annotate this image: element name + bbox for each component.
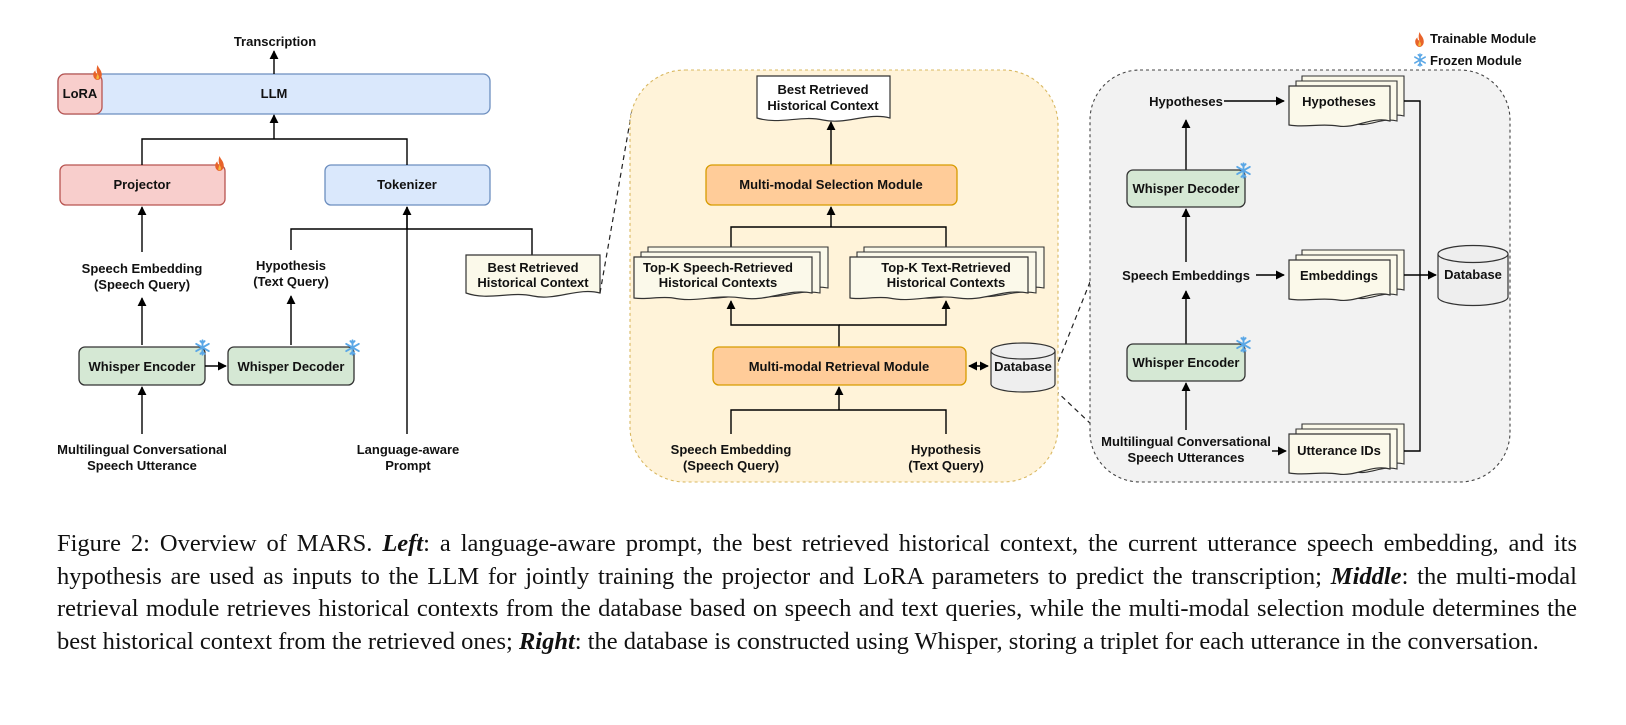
whisper-decoder-box bbox=[227, 346, 355, 386]
text-query-line2: (Text Query) bbox=[908, 458, 984, 473]
tokenizer-label: Tokenizer bbox=[377, 177, 437, 192]
right-utterances-line2: Speech Utterances bbox=[1127, 450, 1244, 465]
flame-icon bbox=[93, 65, 102, 80]
text-retrieved-line1: Top-K Text-Retrieved bbox=[881, 260, 1011, 275]
right-whisper-encoder-label: Whisper Encoder bbox=[1133, 355, 1240, 370]
caption-right-text: : the database is constructed using Whis… bbox=[574, 627, 1539, 655]
flame-icon bbox=[215, 156, 224, 171]
retrieval-module-label: Multi-modal Retrieval Module bbox=[749, 359, 930, 374]
whisper-decoder-label: Whisper Decoder bbox=[238, 359, 345, 374]
selection-module-box bbox=[705, 164, 958, 206]
utterance-line1: Multilingual Conversational bbox=[57, 442, 227, 457]
utterance-ids-doc bbox=[1288, 423, 1405, 476]
hypothesis-line2: (Text Query) bbox=[253, 274, 329, 289]
prompt-line2: Prompt bbox=[385, 458, 431, 473]
figure-caption: Figure 2: Overview of MARS. Left: a lang… bbox=[57, 528, 1577, 658]
speech-embeddings-label: Speech Embeddings bbox=[1122, 268, 1250, 283]
text-query-line1: Hypothesis bbox=[911, 442, 981, 457]
legend-frozen: Frozen Module bbox=[1430, 53, 1522, 68]
llm-label: LLM bbox=[261, 86, 288, 101]
right-whisper-decoder-label: Whisper Decoder bbox=[1133, 181, 1240, 196]
prompt-line1: Language-aware bbox=[357, 442, 460, 457]
right-database-label: Database bbox=[1444, 267, 1502, 282]
middle-panel: Best Retrieved Historical Context Multi-… bbox=[629, 69, 1059, 483]
speech-retrieved-line2: Historical Contexts bbox=[659, 275, 777, 290]
right-panel: Hypotheses Hypotheses Whisper Decoder Sp… bbox=[1089, 69, 1511, 483]
caption-lead: Figure 2: Overview of MARS. bbox=[57, 530, 383, 557]
embeddings-doc bbox=[1288, 249, 1405, 302]
hypotheses-doc-label: Hypotheses bbox=[1302, 94, 1376, 109]
hypothesis-line1: Hypothesis bbox=[256, 258, 326, 273]
speech-embedding-line1: Speech Embedding bbox=[82, 261, 203, 276]
speech-query-line2: (Speech Query) bbox=[683, 458, 779, 473]
projector-label: Projector bbox=[113, 177, 170, 192]
utterance-ids-label: Utterance IDs bbox=[1297, 443, 1381, 458]
right-utterances-line1: Multilingual Conversational bbox=[1101, 434, 1271, 449]
selection-module-label: Multi-modal Selection Module bbox=[739, 177, 922, 192]
mid-database-label: Database bbox=[994, 359, 1052, 374]
right-whisper-encoder-box bbox=[1126, 343, 1246, 382]
right-whisper-decoder-box bbox=[1126, 169, 1246, 208]
caption-left-text: : a language-aware prompt, the best retr… bbox=[57, 530, 1577, 590]
mars-diagram: Trainable Module Frozen Module LoRA LLM … bbox=[57, 31, 1536, 483]
snowflake-icon bbox=[1414, 53, 1426, 67]
mid-best-line1: Best Retrieved bbox=[777, 82, 868, 97]
best-context-line2: Historical Context bbox=[477, 275, 589, 290]
retrieval-module-box bbox=[712, 346, 967, 386]
caption-middle-text: : the multi-modal retrieval module retri… bbox=[57, 562, 1577, 655]
speech-retrieved-doc bbox=[633, 246, 829, 301]
utterance-line2: Speech Utterance bbox=[87, 458, 197, 473]
speech-embedding-line2: (Speech Query) bbox=[94, 277, 190, 292]
legend-trainable: Trainable Module bbox=[1430, 31, 1536, 46]
embeddings-doc-label: Embeddings bbox=[1300, 268, 1378, 283]
caption-middle-label: Middle bbox=[1330, 562, 1402, 590]
lora-label: LoRA bbox=[63, 86, 98, 101]
whisper-encoder-label: Whisper Encoder bbox=[89, 359, 196, 374]
right-database-cylinder bbox=[1437, 244, 1509, 307]
hypotheses-label: Hypotheses bbox=[1149, 94, 1223, 109]
database-cylinder bbox=[990, 342, 1056, 393]
speech-retrieved-line1: Top-K Speech-Retrieved bbox=[643, 260, 793, 275]
flame-icon bbox=[1415, 32, 1424, 47]
caption-right-label: Right bbox=[518, 627, 575, 655]
best-context-doc bbox=[465, 254, 601, 298]
text-retrieved-line2: Historical Contexts bbox=[887, 275, 1005, 290]
hypotheses-doc bbox=[1288, 75, 1405, 128]
best-context-doc-top bbox=[756, 75, 891, 122]
best-context-line1: Best Retrieved bbox=[487, 260, 578, 275]
mid-best-line2: Historical Context bbox=[767, 98, 879, 113]
transcription-label: Transcription bbox=[234, 34, 316, 49]
speech-query-line1: Speech Embedding bbox=[671, 442, 792, 457]
caption-left-label: Left bbox=[382, 530, 424, 557]
text-retrieved-doc bbox=[849, 246, 1045, 301]
left-panel: LoRA LLM Transcription Projector Tokeniz… bbox=[57, 34, 601, 473]
lora-box bbox=[57, 73, 103, 115]
